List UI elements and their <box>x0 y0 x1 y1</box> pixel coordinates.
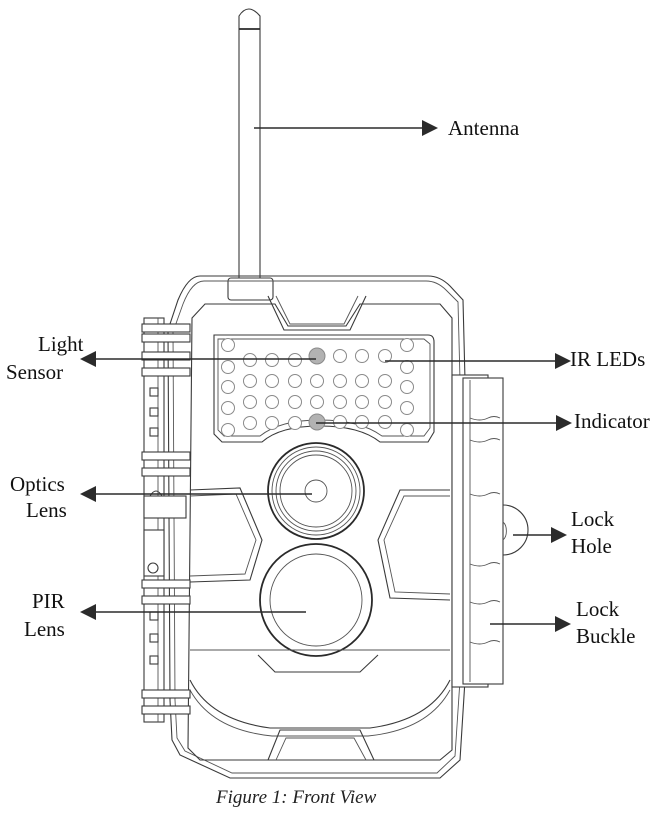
ir-led <box>221 401 235 415</box>
label-pir-lens-line1: PIR <box>32 589 65 613</box>
label-lock-buckle-line2: Buckle <box>576 624 635 648</box>
figure-caption: Figure 1: Front View <box>215 787 377 808</box>
ir-led <box>243 353 257 367</box>
ir-led <box>288 395 302 409</box>
label-lock-hole-line1: Lock <box>571 507 615 531</box>
ir-led <box>378 349 392 363</box>
callout-indicator-arrowhead <box>556 415 572 431</box>
strap-bar <box>141 451 191 461</box>
pir-lens <box>259 543 373 657</box>
camera-body <box>167 275 466 779</box>
ir-led <box>221 338 235 352</box>
ir-led <box>221 380 235 394</box>
ir-led <box>288 374 302 388</box>
ir-led <box>265 395 279 409</box>
label-light-sensor-line2: Sensor <box>6 360 63 384</box>
ir-led <box>288 416 302 430</box>
callout-lock-hole-arrowhead <box>551 527 567 543</box>
callout-ir-leds-arrowhead <box>555 353 571 369</box>
left-strap <box>141 317 191 723</box>
ir-led <box>243 395 257 409</box>
ir-led <box>333 349 347 363</box>
strap-slot <box>149 407 159 417</box>
callout-pir-lens-arrowhead <box>80 604 96 620</box>
ir-led <box>265 374 279 388</box>
ir-led <box>378 415 392 429</box>
ir-led <box>310 374 324 388</box>
buckle-notch <box>469 416 501 421</box>
ir-led <box>265 416 279 430</box>
ir-led <box>378 374 392 388</box>
label-ir-leds: IR LEDs <box>570 347 645 371</box>
lock-bracket <box>451 374 529 688</box>
ir-led <box>243 374 257 388</box>
ir-led <box>333 415 347 429</box>
ir-led <box>400 380 414 394</box>
callout-optics-lens-arrowhead <box>80 486 96 502</box>
callout-antenna-arrowhead <box>422 120 438 136</box>
ir-led <box>221 423 235 437</box>
ir-led <box>288 353 302 367</box>
label-antenna: Antenna <box>448 116 520 140</box>
buckle-notch <box>469 640 501 645</box>
strap-slot <box>149 655 159 665</box>
light-sensor <box>308 347 326 365</box>
ir-led <box>333 374 347 388</box>
label-indicator: Indicator <box>574 409 650 433</box>
ir-led-array <box>221 338 414 437</box>
indicator-light <box>308 413 326 431</box>
ir-led <box>221 360 235 374</box>
strap-bar <box>141 467 191 477</box>
label-light-sensor-line1: Light <box>38 332 84 356</box>
lock-hole <box>502 504 529 556</box>
ir-led <box>265 353 279 367</box>
strap-slot <box>149 427 159 437</box>
ir-led <box>400 401 414 415</box>
strap-bar <box>141 595 191 605</box>
ir-led <box>355 349 369 363</box>
callout-light-sensor-arrowhead <box>80 351 96 367</box>
strap-bar <box>141 351 191 361</box>
label-lock-hole-line2: Hole <box>571 534 612 558</box>
callouts <box>80 120 572 632</box>
strap-bar <box>141 705 191 715</box>
ir-led <box>400 360 414 374</box>
label-pir-lens-line2: Lens <box>24 617 65 641</box>
strap-bar <box>141 323 191 333</box>
ir-led <box>400 338 414 352</box>
strap-slot <box>149 633 159 643</box>
strap-bar <box>141 579 191 589</box>
strap-bar <box>141 689 191 699</box>
strap-bar <box>141 333 191 343</box>
ir-led <box>400 423 414 437</box>
label-lock-buckle-line1: Lock <box>576 597 620 621</box>
ir-led <box>355 374 369 388</box>
label-optics-lens-line1: Optics <box>10 472 65 496</box>
ir-led <box>378 395 392 409</box>
buckle-notch <box>469 600 501 605</box>
antenna <box>227 8 274 301</box>
label-optics-lens-line2: Lens <box>26 498 67 522</box>
ir-led <box>355 415 369 429</box>
strap-bar <box>141 367 191 377</box>
callout-lock-buckle-arrowhead <box>555 616 571 632</box>
buckle-notch <box>469 438 501 443</box>
ir-led <box>355 395 369 409</box>
strap-slot <box>149 387 159 397</box>
ir-led <box>243 416 257 430</box>
optics-lens <box>267 442 365 540</box>
buckle-notch <box>469 492 501 497</box>
ir-led <box>333 395 347 409</box>
buckle-notch <box>469 562 501 567</box>
ir-led <box>310 395 324 409</box>
